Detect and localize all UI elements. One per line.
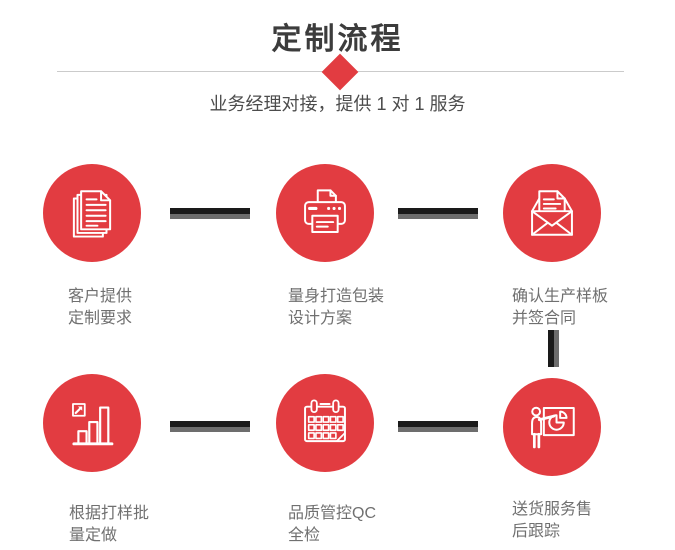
envelope-icon (523, 184, 581, 242)
connector-horizontal (398, 208, 478, 219)
step-label: 根据打样批 量定做 (69, 505, 150, 544)
step-circle (276, 164, 374, 262)
connector-horizontal (170, 421, 250, 432)
step-circle (43, 164, 141, 262)
printer-icon (296, 184, 354, 242)
bar-chart-icon (63, 394, 121, 452)
step-label: 客户提供 定制要求 (68, 288, 133, 327)
diamond-marker-icon (321, 53, 359, 91)
step-label: 品质管控QC 全检 (288, 505, 377, 544)
step-label: 量身打造包装 设计方案 (288, 288, 385, 327)
documents-icon (63, 184, 121, 242)
page-subtitle: 业务经理对接，提供 1 对 1 服务 (209, 94, 466, 114)
step-circle (503, 378, 601, 476)
connector-vertical (548, 330, 559, 367)
presenter-icon (523, 398, 581, 456)
step-circle (276, 374, 374, 472)
step-label: 送货服务售 后跟踪 (512, 501, 593, 540)
connector-horizontal (398, 421, 478, 432)
connector-horizontal (170, 208, 250, 219)
calendar-icon (296, 394, 354, 452)
step-circle (43, 374, 141, 472)
step-label: 确认生产样板 并签合同 (512, 288, 609, 327)
step-circle (503, 164, 601, 262)
page-title: 定制流程 (271, 23, 404, 56)
